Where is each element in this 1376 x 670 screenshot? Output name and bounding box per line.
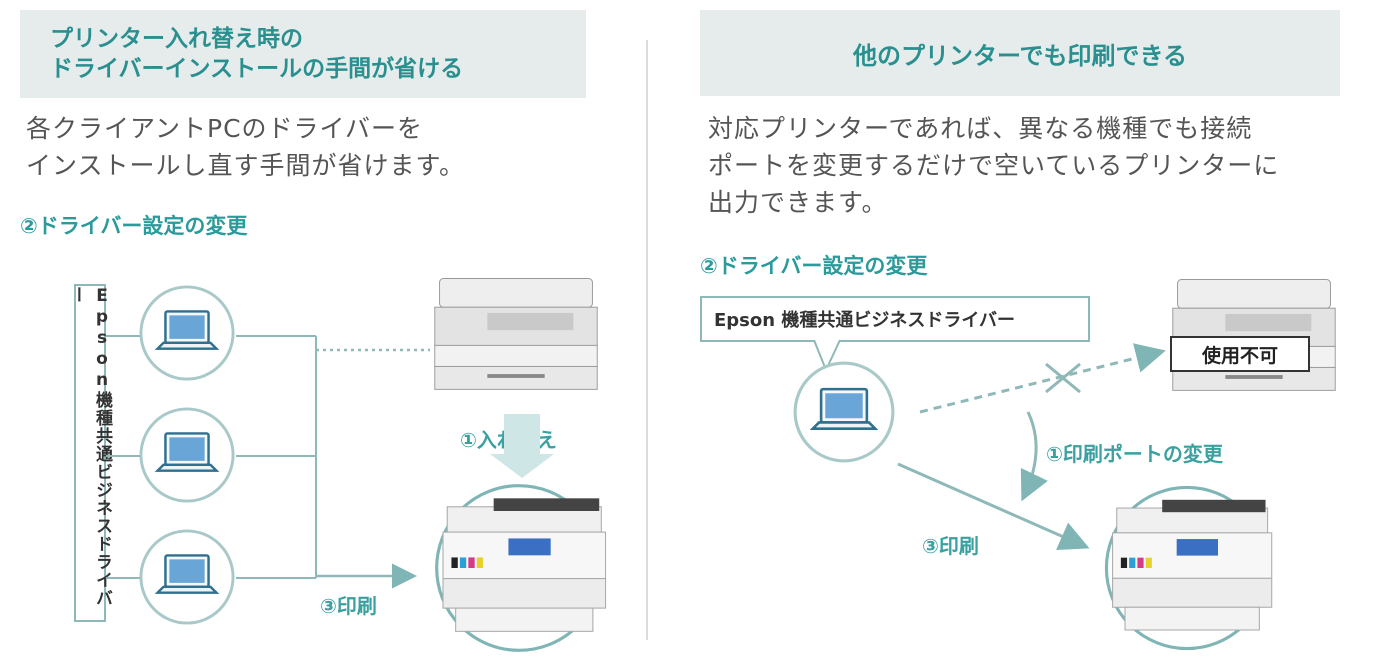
right-desc-line3: 出力できます。 <box>708 188 888 217</box>
left-description: 各クライアントPCのドライバーを インストールし直す手間が省けます。 <box>26 110 465 184</box>
step-port-change-label: ①印刷ポートの変更 <box>1046 442 1223 466</box>
right-description: 対応プリンターであれば、異なる機種でも接続 ポートを変更するだけで空いているプリ… <box>708 110 1279 221</box>
left-section-label: ②ドライバー設定の変更 <box>20 214 248 238</box>
left-step-print-label: ③印刷 <box>320 594 377 618</box>
left-desc-line1: 各クライアントPCのドライバーを <box>26 114 424 143</box>
left-panel-header: プリンター入れ替え時の ドライバーインストールの手間が省ける <box>20 10 586 98</box>
panel-divider <box>646 40 648 640</box>
unavailable-badge: 使用不可 <box>1170 336 1310 372</box>
right-panel-header: 他のプリンターでも印刷できる <box>700 10 1340 96</box>
right-section-label: ②ドライバー設定の変更 <box>700 254 928 278</box>
left-header-line2: ドライバーインストールの手間が省ける <box>50 56 464 82</box>
left-desc-line2: インストールし直す手間が省けます。 <box>26 151 466 180</box>
right-step-print-label: ③印刷 <box>922 534 979 558</box>
left-header-line1: プリンター入れ替え時の <box>50 26 303 52</box>
driver-callout: Epson 機種共通ビジネスドライバー <box>700 296 1090 342</box>
right-desc-line2: ポートを変更するだけで空いているプリンターに <box>708 151 1280 180</box>
right-desc-line1: 対応プリンターであれば、異なる機種でも接続 <box>708 114 1253 143</box>
